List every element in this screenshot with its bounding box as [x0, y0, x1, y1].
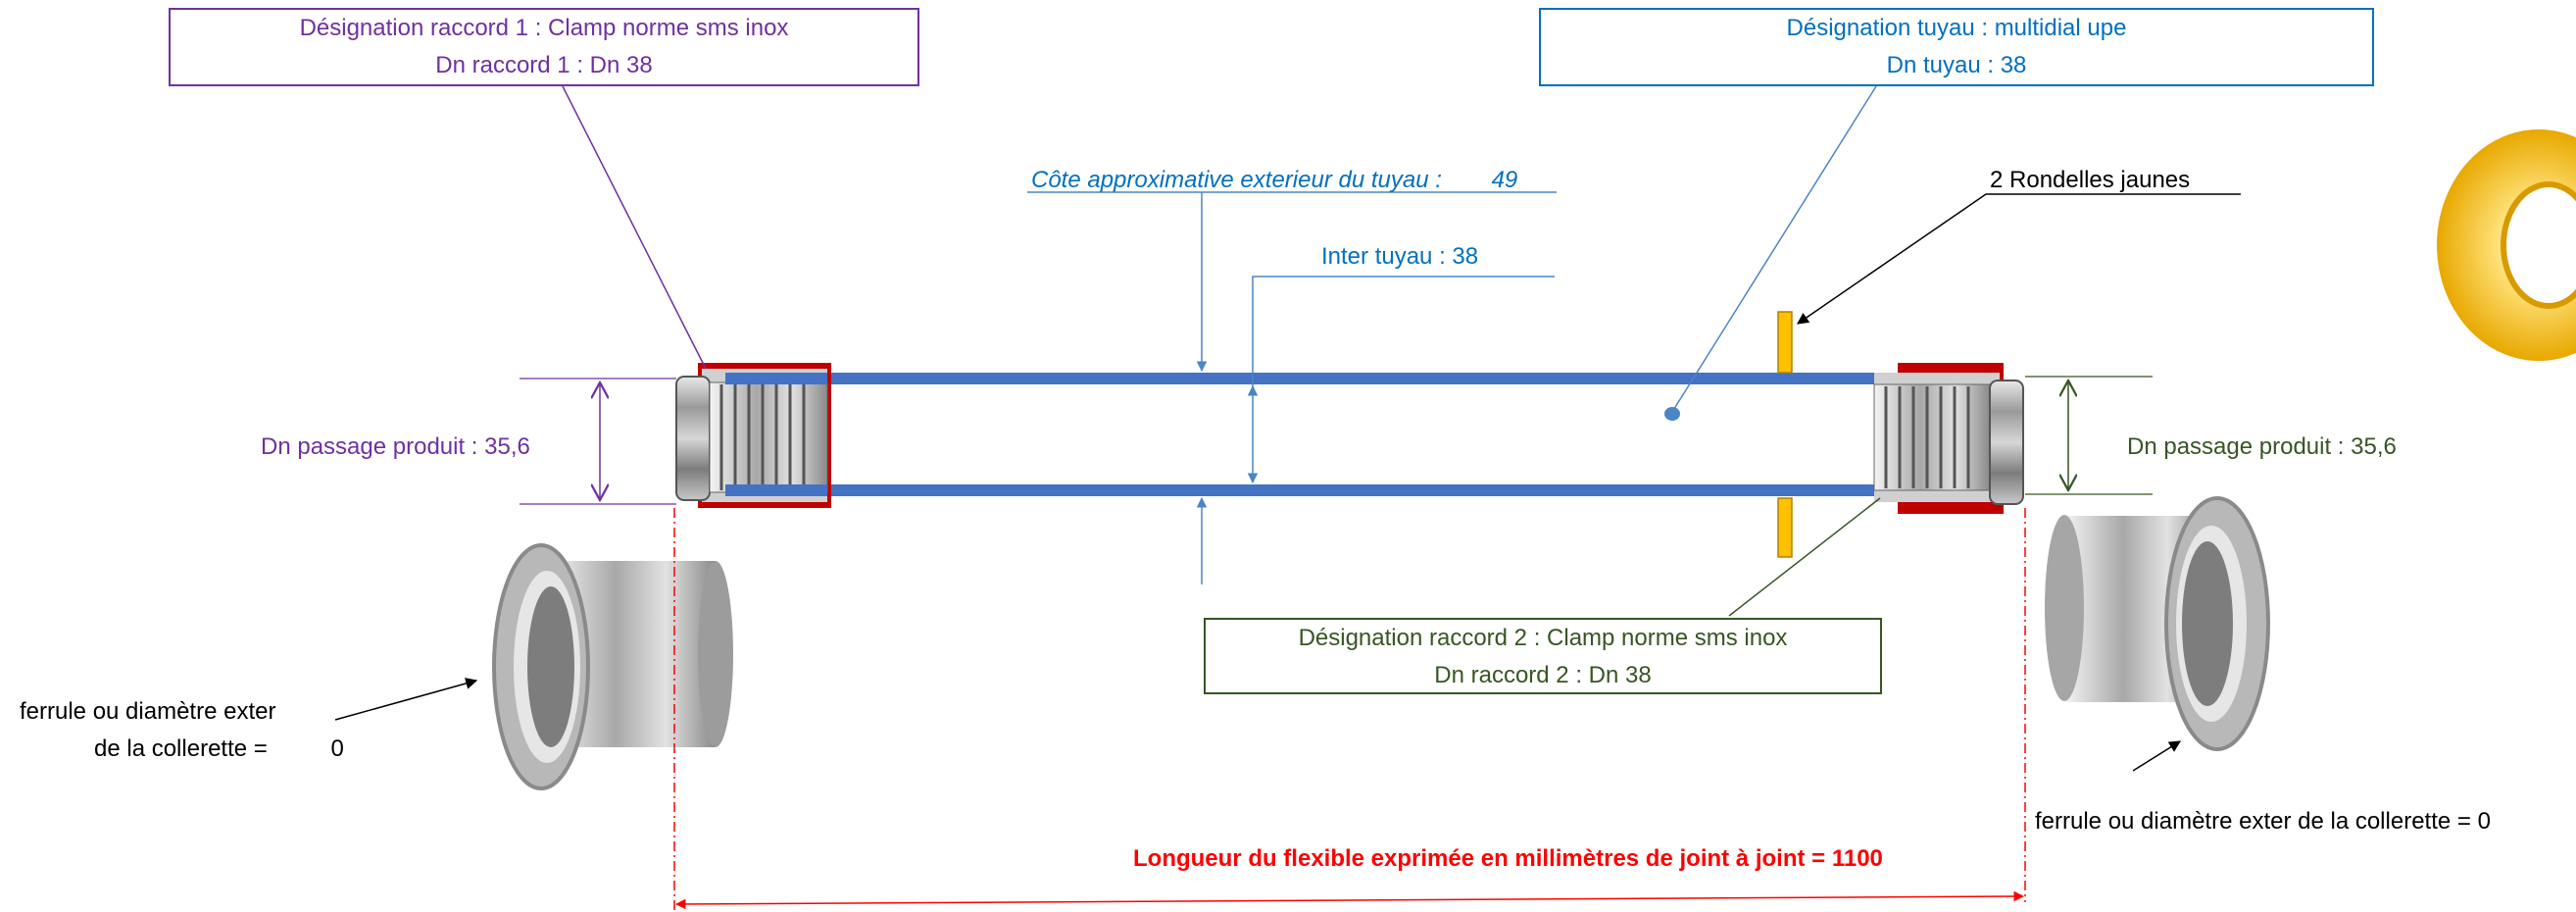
raccord2-designation: Désignation raccord 2 : Clamp norme sms … [1206, 620, 1880, 657]
tuyau-dn: Dn tuyau : 38 [1541, 47, 2372, 84]
ferrule-left-value: 0 [330, 735, 344, 762]
ferrule-left-line2-text: de la collerette = [94, 735, 268, 762]
raccord2-designation-label: Désignation raccord 2 : [1298, 625, 1541, 651]
passage-right: Dn passage produit : 35,6 [2127, 433, 2397, 461]
ferrule-left-arrow [334, 678, 478, 721]
raccord2-dn-value: Dn 38 [1588, 662, 1652, 688]
ferrule-right: ferrule ou diamètre exter de la colleret… [2035, 808, 2491, 836]
hose-top-wall [725, 373, 1921, 384]
raccord1-designation-label: Désignation raccord 1 : [299, 15, 542, 41]
right-fitting [1873, 363, 2024, 514]
raccord1-dn: Dn raccord 1 : Dn 38 [171, 47, 917, 84]
ferrule-right-arrow [2132, 740, 2182, 772]
ferrule-right-value: 0 [2477, 808, 2491, 835]
tuyau-box: Désignation tuyau : multidial upe Dn tuy… [1539, 8, 2374, 86]
raccord1-designation-value: Clamp norme sms inox [548, 15, 789, 41]
ferrule-left-line1: ferrule ou diamètre exter [20, 698, 276, 725]
raccord2-dn-label: Dn raccord 2 : [1434, 662, 1582, 688]
leader-tuyau [1671, 85, 1877, 413]
leader-raccord1 [562, 85, 707, 370]
raccord2-designation-value: Clamp norme sms inox [1547, 625, 1788, 651]
cote-exterieur: Côte approximative exterieur du tuyau : … [1031, 167, 1517, 194]
left-collar [675, 376, 711, 501]
rondelles: 2 Rondelles jaunes [1990, 167, 2190, 194]
cote-exterieur-label: Côte approximative exterieur du tuyau : [1031, 167, 1442, 193]
longueur-value: 1100 [1831, 845, 1883, 872]
ferrule-right-image [2045, 496, 2270, 751]
raccord1-dn-value: Dn 38 [589, 52, 653, 78]
longueur: Longueur du flexible exprimée en millimè… [1133, 845, 1883, 873]
left-fitting [675, 363, 831, 508]
ferrule-right-text: ferrule ou diamètre exter de la colleret… [2035, 808, 2471, 835]
tuyau-designation-label: Désignation tuyau : [1786, 15, 1989, 41]
raccord2-box: Désignation raccord 2 : Clamp norme sms … [1204, 618, 1882, 694]
leader-tuyau-dot [1664, 407, 1680, 421]
right-collar [1989, 380, 2024, 505]
inter-tuyau-label: Inter tuyau : [1321, 243, 1446, 270]
washer-top [1777, 311, 1793, 374]
rondelles-count: 2 [1990, 167, 2004, 193]
inter-tuyau: Inter tuyau : 38 [1321, 243, 1478, 271]
hose-bottom-wall [725, 484, 1921, 496]
raccord1-designation: Désignation raccord 1 : Clamp norme sms … [171, 10, 917, 47]
leader-raccord2 [1728, 497, 1881, 617]
inter-tuyau-value: 38 [1452, 243, 1479, 270]
raccord2-dn: Dn raccord 2 : Dn 38 [1206, 657, 1880, 694]
rondelles-label: Rondelles jaunes [2009, 167, 2191, 193]
tuyau-dn-value: 38 [2000, 52, 2027, 78]
passage-left-label: Dn passage produit : [261, 433, 478, 460]
raccord1-dn-label: Dn raccord 1 : [435, 52, 583, 78]
passage-right-label: Dn passage produit : [2127, 433, 2345, 460]
tuyau-designation: Désignation tuyau : multidial upe [1541, 10, 2372, 47]
yellow-washer-image [2437, 129, 2576, 361]
length-dimension-line [674, 890, 2025, 910]
longueur-text: Longueur du flexible exprimée en millimè… [1133, 845, 1826, 872]
washer-bottom [1777, 497, 1793, 558]
passage-left-value: 35,6 [484, 433, 530, 460]
passage-left: Dn passage produit : 35,6 [261, 433, 530, 461]
passage-right-value: 35,6 [2351, 433, 2397, 460]
ferrule-left-line2: de la collerette = 0 [94, 735, 344, 763]
tuyau-dn-label: Dn tuyau : [1886, 52, 1995, 78]
ferrule-left-image [492, 543, 733, 790]
rondelles-arrow [1797, 193, 2241, 325]
tuyau-designation-value: multidial upe [1994, 15, 2127, 41]
raccord1-box: Désignation raccord 1 : Clamp norme sms … [169, 8, 919, 86]
cote-exterieur-value: 49 [1491, 167, 1518, 193]
